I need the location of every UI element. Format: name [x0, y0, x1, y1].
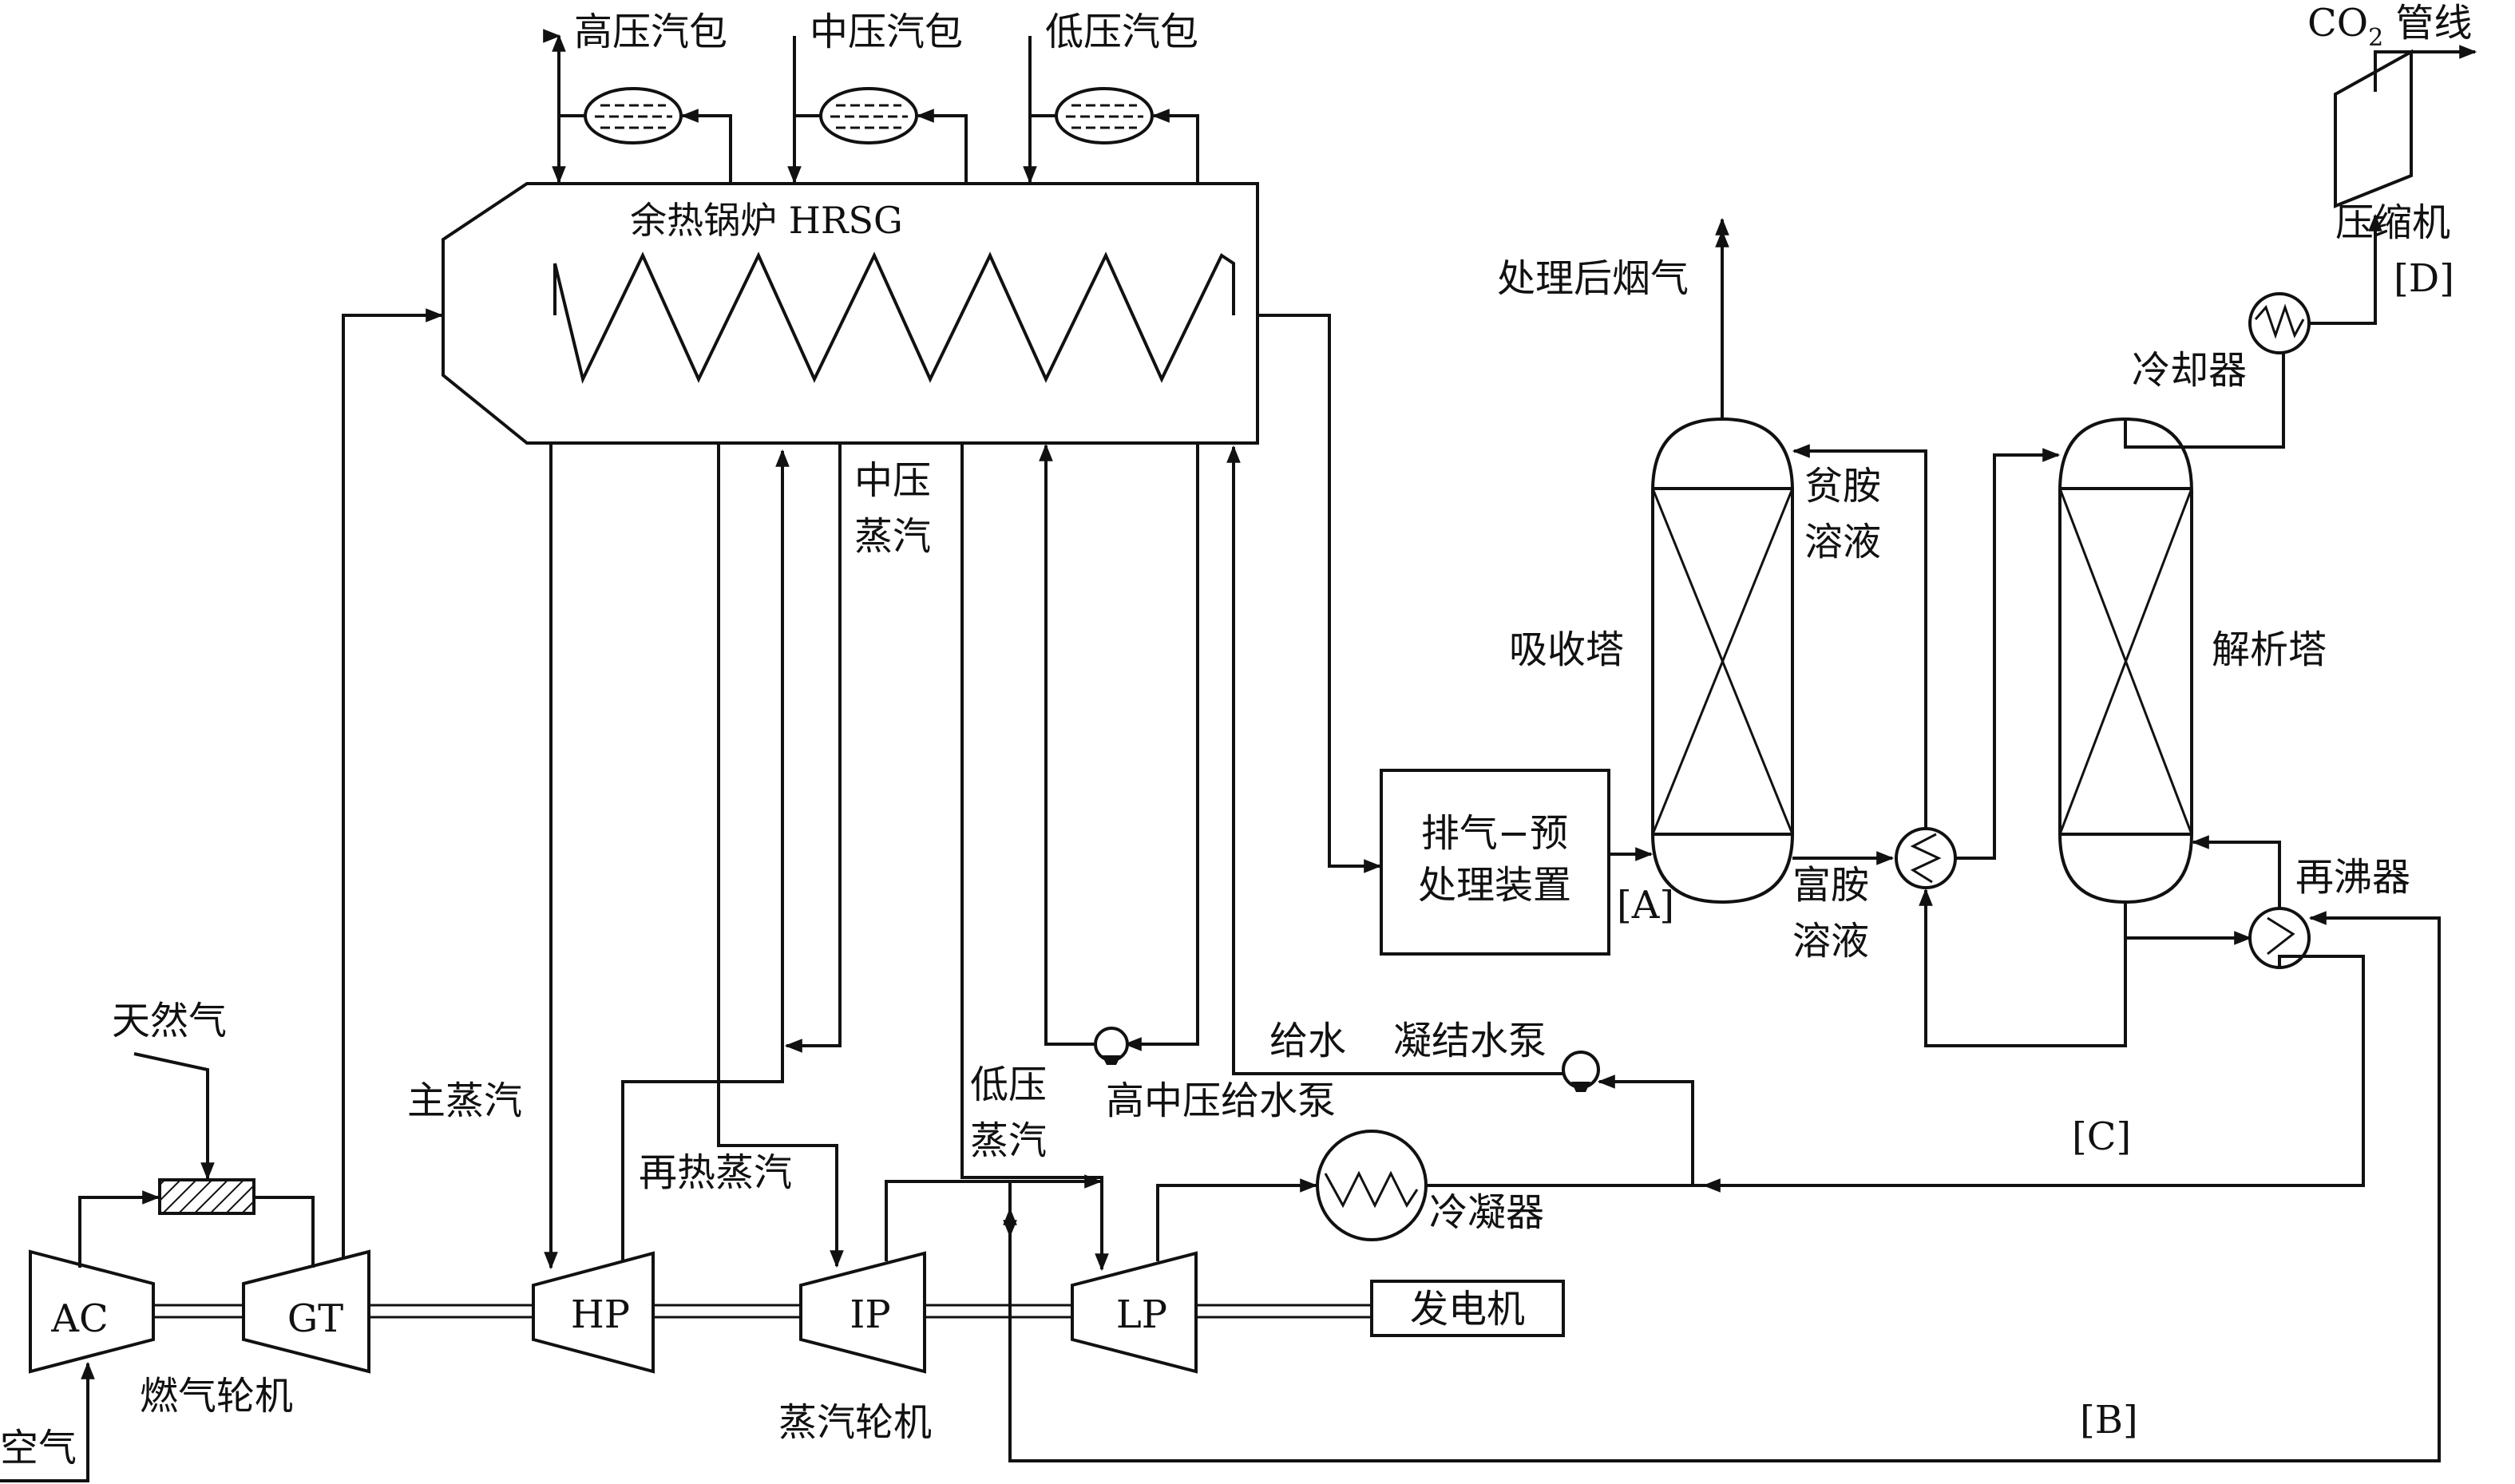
ip-drum-label: 中压汽包: [810, 10, 963, 54]
compressor-label: 压缩机: [2335, 200, 2450, 245]
lp-turbine: LP: [1071, 1251, 1198, 1374]
hrsg-boiler: 余热锅炉 HRSG: [442, 182, 1259, 445]
lp-drum: [1055, 87, 1154, 144]
reboiler-return: [2191, 835, 2281, 908]
ip-steam-label-1: 中压: [854, 458, 931, 503]
hip-feedwater-pump: [1094, 1027, 1129, 1065]
reheat-steam-line: [717, 443, 844, 1268]
lean-amine-line: [1792, 444, 1927, 842]
lp-drum-label: 低压汽包: [1045, 10, 1198, 54]
reboiler-condensate-line-c: [1702, 955, 2365, 1193]
stripper-label: 解析塔: [2212, 627, 2327, 672]
lean-amine-label-1: 贫胺: [1804, 464, 1881, 509]
extraction-steam-line-b: [1008, 911, 2441, 1462]
co2-label-sub: 2: [2368, 24, 2383, 52]
co2-pipeline: [2374, 45, 2477, 92]
ip-exhaust-crossover: [885, 1174, 1103, 1261]
lp-steam-label-1: 低压: [970, 1063, 1047, 1107]
treated-gas-label: 处理后烟气: [1497, 256, 1689, 301]
exhaust-line: [1258, 314, 1382, 873]
lp-steam-line: [960, 443, 1109, 1272]
lp-steam-label-2: 蒸汽: [970, 1118, 1047, 1163]
cooler-label: 冷却器: [2132, 348, 2247, 393]
hp-label: HP: [571, 1292, 630, 1337]
ip-turbine: IP: [799, 1251, 926, 1374]
gt-label: GT: [287, 1296, 343, 1341]
gt-exhaust-line: [342, 308, 444, 1257]
ip-steam-line: [784, 443, 842, 1053]
pretreatment-label-1: 排气−预: [1421, 811, 1568, 856]
lp-exhaust-line: [1156, 1178, 1318, 1261]
lean-amine-label-2: 溶液: [1804, 520, 1881, 564]
natural-gas-label: 天然气: [112, 999, 227, 1043]
hip-pump-label: 高中压给水泵: [1106, 1078, 1336, 1123]
tag-d: [D]: [2394, 256, 2454, 301]
hip-pump-to-hrsg: [1039, 443, 1095, 1046]
lp-label: LP: [1116, 1292, 1167, 1337]
hp-exhaust-line: [621, 449, 790, 1261]
stripper-column: [2058, 417, 2193, 904]
co2-label-post: 管线: [2383, 1, 2472, 46]
condensate-return: [1597, 1074, 1694, 1185]
co2-compressor: [2334, 49, 2413, 208]
condenser: [1316, 1130, 1428, 1241]
rich-amine-label-2: 溶液: [1792, 919, 1869, 964]
generator: 发电机: [1370, 1280, 1565, 1337]
natural-gas-line: [133, 1052, 215, 1181]
air-inlet: [0, 1361, 95, 1482]
main-steam-label: 主蒸汽: [407, 1078, 522, 1123]
condensate-pump: [1562, 1051, 1600, 1092]
tag-b: [B]: [2080, 1398, 2138, 1442]
rich-amine-label-1: 富胺: [1792, 863, 1869, 908]
reboiler-label: 再沸器: [2295, 855, 2410, 900]
cooler: [2248, 292, 2311, 354]
lean-rich-heat-exchanger: [1895, 827, 1957, 889]
combustor: [158, 1178, 255, 1215]
feedwater-line: [1226, 445, 1563, 1075]
pretreatment-label-2: 处理装置: [1418, 863, 1571, 908]
hip-feedwater-loop: [1123, 443, 1199, 1051]
pretreatment-unit: 排气−预 处理装置: [1380, 769, 1610, 956]
condensate-pump-label: 凝结水泵: [1393, 1019, 1547, 1063]
co2-label-pre: CO: [2307, 1, 2368, 46]
hrsg-label: 余热锅炉 HRSG: [630, 199, 903, 242]
gas-turbine: GT: [242, 1249, 370, 1374]
drum-piping: [552, 34, 1199, 184]
stripper-bottom-return: [1919, 888, 2127, 1047]
tag-c: [C]: [2072, 1114, 2131, 1159]
hp-turbine: HP: [532, 1251, 655, 1374]
reheat-steam-label: 再热蒸汽: [639, 1150, 792, 1195]
absorber-column: [1651, 417, 1794, 904]
absorber-label: 吸收塔: [1509, 627, 1624, 672]
air-label: 空气: [0, 1426, 77, 1470]
gas-turbine-label: 燃气轮机: [140, 1374, 293, 1419]
condenser-label: 冷凝器: [1429, 1190, 1544, 1235]
ac-label: AC: [50, 1296, 108, 1341]
steam-turbine-label: 蒸汽轮机: [778, 1400, 932, 1445]
tag-a: [A]: [1617, 883, 1674, 928]
air-compressor: AC: [29, 1249, 155, 1374]
ip-drum: [819, 87, 918, 144]
shaft: [153, 1304, 1372, 1319]
hp-drum-label: 高压汽包: [574, 10, 727, 54]
feedwater-label: 给水: [1269, 1019, 1346, 1063]
ip-label: IP: [850, 1292, 890, 1337]
hp-drum: [584, 87, 683, 144]
co2-pipeline-label: CO2 管线: [2307, 1, 2472, 52]
generator-label: 发电机: [1410, 1287, 1525, 1332]
cooler-to-compressor: [2309, 213, 2382, 325]
hx-to-stripper: [1955, 448, 2061, 860]
ip-steam-label-2: 蒸汽: [854, 514, 931, 559]
ac-to-combustor: [78, 1190, 160, 1268]
combustor-to-gt: [254, 1196, 315, 1268]
